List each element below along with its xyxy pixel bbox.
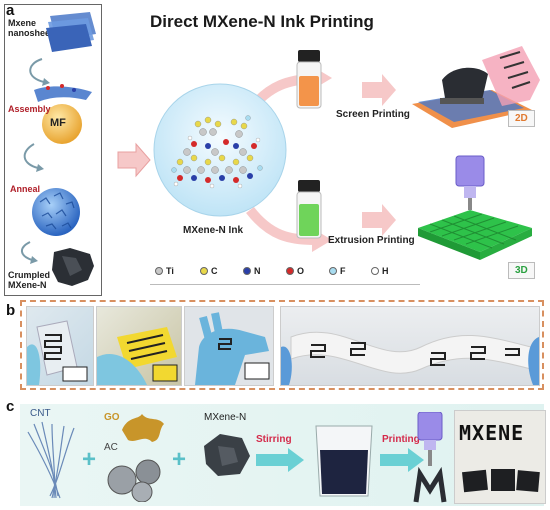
mf-sphere-icon [42, 104, 82, 144]
panel-b: b [0, 300, 550, 394]
arrow-icon [21, 241, 33, 261]
stirring-label: Stirring [256, 434, 292, 445]
printing-label: Printing [382, 434, 420, 445]
molecule-icon [171, 115, 263, 189]
extrusion-printing-label: Extrusion Printing [328, 235, 415, 246]
legend-ti-swatch [155, 267, 163, 275]
anneal-label: Anneal [10, 184, 41, 194]
pattern-icon [218, 338, 232, 350]
go-icon [122, 414, 164, 442]
arrow-right-icon [117, 142, 151, 178]
legend-ti: Ti [155, 266, 174, 276]
assembly-label: Assembly [8, 104, 51, 114]
ink-circle-icon [153, 83, 287, 217]
photo-mxene-text: MXENE [459, 421, 525, 445]
lattice-icon [418, 210, 532, 260]
arrow-printing-icon [380, 448, 424, 472]
plus-icon: + [172, 446, 187, 473]
beaker-icon [315, 425, 373, 497]
panel-c-letter: c [6, 398, 15, 415]
badge-3d: 3D [508, 262, 535, 279]
legend-c: C [200, 266, 218, 276]
screen-printer [412, 46, 540, 128]
plus-icon: + [82, 446, 97, 473]
arrow-right-icon [362, 204, 396, 236]
green-vial-icon [296, 180, 322, 239]
assembled-sheet-icon [34, 86, 92, 102]
ink-label: MXene-N Ink [183, 225, 244, 236]
nanosheets-icon [46, 12, 96, 52]
orange-vial-icon [296, 50, 322, 109]
arrow-icon [29, 58, 45, 83]
badge-2d: 2D [508, 110, 535, 127]
legend-o: O [286, 266, 304, 276]
pattern-icon [44, 334, 62, 360]
arrow-stirring-icon [256, 448, 304, 472]
synthesis-graphics [21, 12, 96, 286]
cnt-icon [27, 421, 75, 499]
panel-a-letter: a [6, 2, 15, 19]
ac-label: AC [104, 442, 118, 453]
synthesis-box [4, 4, 102, 296]
legend-n: N [243, 266, 261, 276]
screen-printing-label: Screen Printing [336, 109, 410, 120]
arrow-right-icon [362, 74, 396, 106]
legend-n-swatch [243, 267, 251, 275]
legend-f: F [329, 266, 346, 276]
photo-hand [184, 306, 274, 386]
cnt-label: CNT [30, 408, 51, 419]
photo-twisted-strip [280, 306, 540, 386]
panel-a: a Mxene nanosheets [4, 2, 540, 296]
panel-b-frame [20, 300, 544, 390]
photo-flexible-1 [26, 306, 94, 386]
legend-f-swatch [329, 267, 337, 275]
vials [296, 50, 322, 239]
go-label: GO [104, 412, 120, 423]
legend-c-swatch [200, 267, 208, 275]
mf-label: MF [50, 117, 66, 129]
legend-h: H [371, 266, 389, 276]
pattern-icon [126, 334, 168, 360]
legend-divider [150, 284, 420, 285]
mxene-n-label: MXene-N [204, 412, 247, 423]
ac-icon [107, 459, 161, 502]
ink-structure [153, 83, 287, 217]
crumpled-label: Crumpled MXene-N [8, 270, 51, 290]
panel-c: c CNT + GO AC + MXene-N Stirring Printin… [0, 398, 550, 510]
nanosheets-label: Mxene nanosheets [8, 18, 59, 38]
photo-mxene-letters: MXENE [454, 410, 546, 504]
panel-b-letter: b [6, 302, 16, 319]
pattern-icon [310, 342, 520, 366]
mxene-n-flake-icon [204, 434, 250, 476]
crumpled-mxene-icon [52, 248, 94, 286]
extrusion-printer [418, 155, 532, 260]
arrow-to-extrusion-icon [246, 206, 316, 245]
photo-flexible-2 [96, 306, 182, 386]
legend-h-swatch [371, 267, 379, 275]
legend-o-swatch [286, 267, 294, 275]
arrow-icon [23, 143, 39, 169]
extruder-icon [413, 412, 447, 503]
panel-a-title: Direct MXene-N Ink Printing [150, 12, 374, 31]
